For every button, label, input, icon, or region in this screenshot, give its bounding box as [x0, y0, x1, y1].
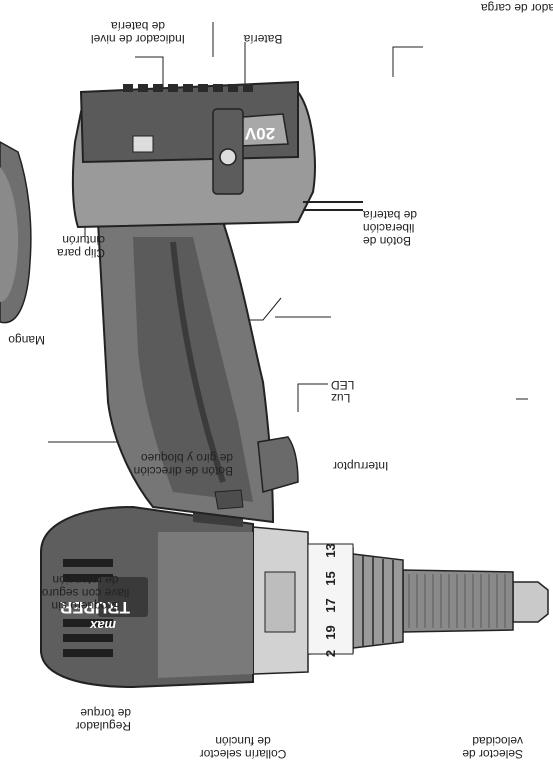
label-level-indicator: Indicador de nivel de batería	[90, 19, 186, 46]
label-torque-regulator: Regulador de torque	[75, 706, 131, 733]
label-chuck: Broquero sin llave con seguro de retenci…	[41, 573, 130, 613]
label-battery: Batería	[243, 32, 283, 46]
label-release-button: Botón de liberación de batería	[363, 208, 418, 248]
motor-housing	[40, 505, 254, 689]
trigger-shape	[257, 436, 299, 493]
battery-pack	[71, 80, 363, 229]
label-handle: Mango	[8, 333, 45, 347]
chuck-shape	[252, 526, 549, 675]
label-function-collar: Collarín selector de función	[199, 734, 287, 761]
torque-number-2: 2	[323, 649, 338, 658]
label-charger-indicator-partial: ador de carga	[480, 1, 553, 15]
battery-voltage: 20V	[244, 124, 276, 143]
second-drill-partial	[0, 140, 32, 324]
label-belt-clip: Clip para cinturón	[56, 233, 105, 260]
label-trigger: Interruptor	[333, 459, 389, 473]
direction-button-shape	[214, 489, 244, 510]
label-direction-button: Botón de dirección de giro y bloqueo	[133, 451, 233, 478]
label-speed-selector: Selector de velocidad	[462, 734, 523, 761]
brand-sub: max	[89, 618, 117, 633]
torque-ring	[307, 543, 354, 655]
label-led: Luz LED	[331, 378, 355, 405]
handle-shape	[96, 221, 275, 524]
